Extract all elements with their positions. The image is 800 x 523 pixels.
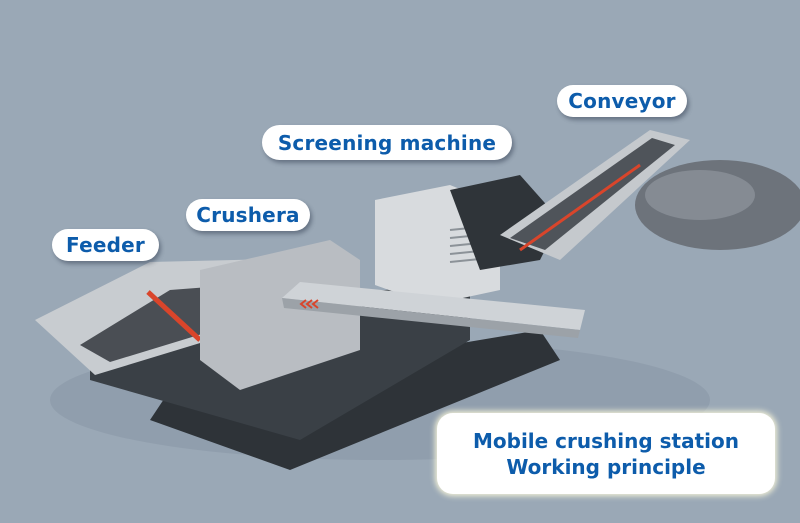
side-conveyor-underside [282, 298, 580, 338]
crusher-body [200, 240, 360, 390]
conveyor-label: Conveyor [557, 85, 687, 117]
side-conveyor [282, 282, 585, 330]
chevron-markings [299, 299, 319, 309]
screening-machine-label: Screening machine [262, 125, 512, 160]
gravel-pile-highlight [645, 170, 755, 220]
title-line-2: Working principle [506, 454, 706, 479]
feeder-red-bar [146, 290, 202, 342]
feeder-label: Feeder [52, 229, 159, 261]
title-box: Mobile crushing station Working principl… [437, 413, 775, 494]
crusher-label: Crushera [186, 199, 310, 231]
title-line-1: Mobile crushing station [472, 428, 740, 453]
conveyor-red-rail [519, 163, 641, 252]
main-conveyor-belt [510, 138, 675, 250]
